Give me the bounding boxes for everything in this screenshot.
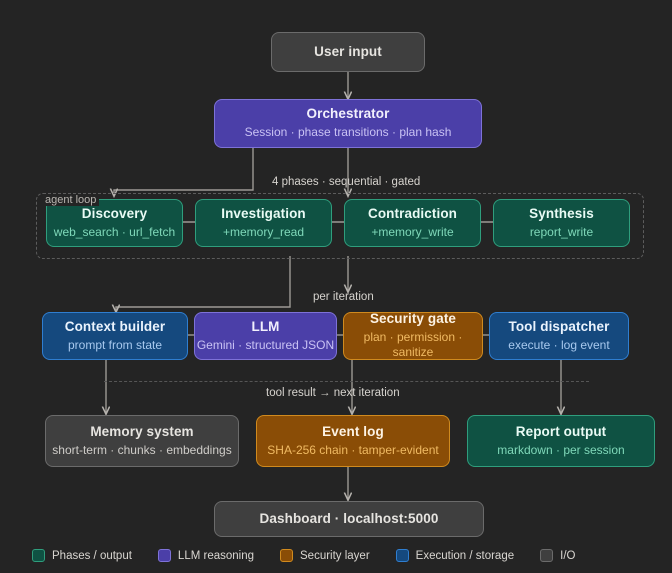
legend-swatch-icon [32, 549, 45, 562]
node-report-output[interactable]: Report output markdown · per session [467, 415, 655, 467]
node-contradiction-title: Contradiction [367, 205, 458, 221]
node-security-gate-title: Security gate [369, 310, 457, 326]
node-investigation-sub: +memory_read [222, 224, 305, 239]
node-contradiction[interactable]: Contradiction +memory_write [344, 199, 481, 247]
legend-swatch-icon [280, 549, 293, 562]
agent-loop-label: agent loop [42, 194, 100, 206]
node-context-builder-title: Context builder [64, 318, 166, 334]
node-synthesis-title: Synthesis [529, 205, 594, 221]
agent-loop-group [36, 193, 644, 259]
node-discovery-sub: web_search · url_fetch [53, 224, 176, 239]
edge-label-per-iteration: per iteration [313, 291, 374, 303]
node-event-log-sub: SHA-256 chain · tamper-evident [267, 442, 439, 457]
node-user-input-title: User input [314, 43, 382, 59]
node-memory-system[interactable]: Memory system short-term · chunks · embe… [45, 415, 239, 467]
node-event-log-title: Event log [322, 423, 384, 439]
node-investigation[interactable]: Investigation +memory_read [195, 199, 332, 247]
node-context-builder[interactable]: Context builder prompt from state [42, 312, 188, 360]
legend-item-label: Phases / output [52, 549, 132, 562]
node-discovery-title: Discovery [81, 205, 148, 221]
node-report-output-title: Report output [515, 423, 607, 439]
legend: Phases / output LLM reasoning Security lay… [32, 549, 575, 562]
node-contradiction-sub: +memory_write [371, 224, 454, 239]
node-synthesis-sub: report_write [529, 224, 594, 239]
node-orchestrator-sub: Session · phase transitions · plan hash [244, 125, 452, 140]
iteration-divider [104, 381, 589, 382]
node-investigation-title: Investigation [221, 205, 306, 221]
node-synthesis[interactable]: Synthesis report_write [493, 199, 630, 247]
node-report-output-sub: markdown · per session [497, 442, 625, 457]
node-dashboard[interactable]: Dashboard · localhost:5000 [214, 501, 484, 537]
node-llm-sub: Gemini · structured JSON [196, 337, 335, 352]
node-tool-dispatcher[interactable]: Tool dispatcher execute · log event [489, 312, 629, 360]
legend-item: Phases / output [32, 549, 132, 562]
legend-item: Execution / storage [395, 549, 515, 562]
node-memory-system-sub: short-term · chunks · embeddings [52, 442, 232, 457]
legend-item-label: Security layer [300, 549, 370, 562]
legend-swatch-icon [395, 549, 409, 562]
legend-item-label: LLM reasoning [177, 549, 254, 562]
node-dashboard-title: Dashboard · localhost:5000 [259, 510, 439, 526]
legend-swatch-icon [540, 549, 554, 562]
node-llm-title: LLM [251, 318, 280, 334]
edge-orchestrator-discovery [114, 148, 254, 196]
node-security-gate[interactable]: Security gate plan · permission · saniti… [343, 310, 483, 360]
node-memory-system-title: Memory system [90, 423, 194, 439]
edge-investigation-contextbuilder [116, 256, 291, 312]
legend-item: I/O [540, 549, 575, 562]
legend-item-label: Execution / storage [415, 549, 515, 562]
node-llm[interactable]: LLM Gemini · structured JSON [194, 312, 337, 360]
legend-swatch-icon [157, 549, 171, 562]
legend-item: LLM reasoning [157, 549, 254, 562]
node-user-input[interactable]: User input [271, 32, 425, 72]
node-tool-dispatcher-sub: execute · log event [508, 337, 610, 352]
node-context-builder-sub: prompt from state [67, 337, 163, 352]
node-discovery[interactable]: Discovery web_search · url_fetch [46, 199, 183, 247]
node-event-log[interactable]: Event log SHA-256 chain · tamper-evident [256, 415, 450, 467]
node-tool-dispatcher-title: Tool dispatcher [508, 318, 610, 334]
node-orchestrator-title: Orchestrator [306, 106, 390, 122]
node-orchestrator[interactable]: Orchestrator Session · phase transitions… [214, 99, 482, 148]
edge-label-phases: 4 phases · sequential · gated [272, 176, 421, 188]
edge-label-tool-result: tool result → next iteration [266, 387, 400, 399]
node-security-gate-sub: plan · permission · sanitize [363, 329, 463, 360]
legend-item: Security layer [280, 549, 370, 562]
legend-item-label: I/O [560, 549, 576, 562]
